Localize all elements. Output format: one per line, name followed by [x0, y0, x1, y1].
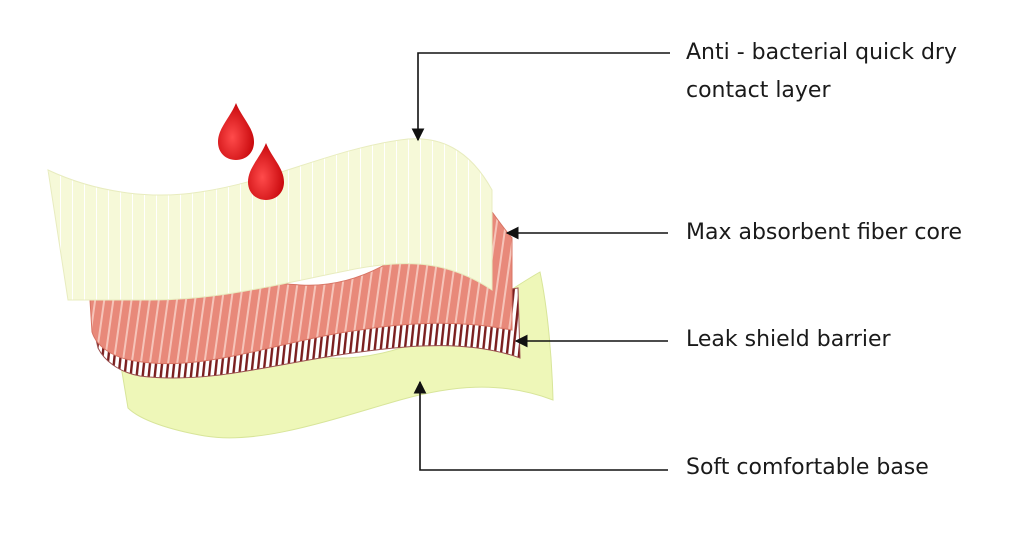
barrier-label: Leak shield barrier: [686, 327, 891, 352]
blood-drop-icon: [218, 103, 254, 160]
contact-layer-label-line-1: Anti - bacterial quick dry: [686, 40, 957, 65]
leader-line-base: [413, 380, 668, 471]
contact-layer: [47, 138, 493, 301]
blood-drop-icon: [248, 143, 284, 200]
core-label: Max absorbent fiber core: [686, 220, 962, 245]
contact-layer-label: Anti - bacterial quick dry contact layer: [686, 34, 957, 110]
leader-line-contact: [411, 52, 670, 142]
base-label: Soft comfortable base: [686, 455, 929, 480]
base-layer: [119, 271, 554, 439]
contact-layer-label-line-2: contact layer: [686, 78, 831, 103]
